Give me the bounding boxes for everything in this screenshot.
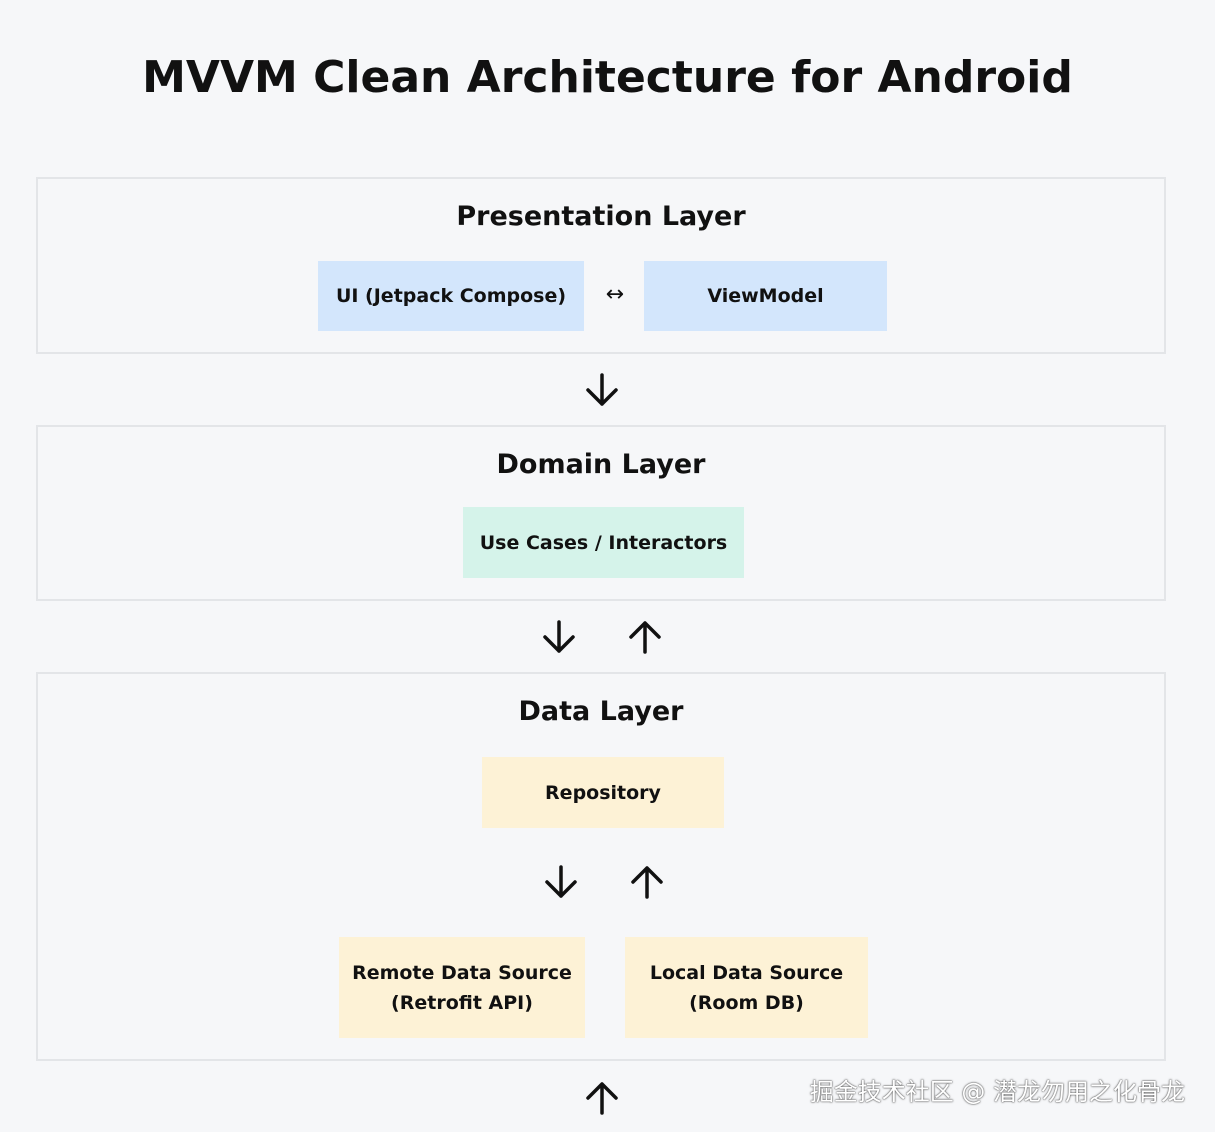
- presentation-layer: Presentation Layer UI (Jetpack Compose) …: [36, 177, 1166, 354]
- domain-layer-title: Domain Layer: [496, 449, 706, 480]
- use-cases-box: Use Cases / Interactors: [463, 507, 744, 578]
- bidirectional-arrow-icon: ↔: [605, 282, 625, 307]
- arrow-down-icon: [541, 862, 581, 902]
- ui-jetpack-compose-box: UI (Jetpack Compose): [318, 261, 584, 331]
- data-layer: Data Layer Repository Remote Data Source…: [36, 672, 1166, 1061]
- arrow-down-icon: [539, 617, 579, 657]
- domain-layer: Domain Layer Use Cases / Interactors: [36, 425, 1166, 601]
- presentation-layer-title: Presentation Layer: [456, 201, 746, 232]
- local-data-source-box: Local Data Source (Room DB): [625, 937, 868, 1038]
- arrow-up-icon: [625, 617, 665, 657]
- viewmodel-box: ViewModel: [644, 261, 887, 331]
- arrow-up-icon: [582, 1078, 622, 1118]
- diagram-title: MVVM Clean Architecture for Android: [142, 52, 1073, 103]
- watermark: 掘金技术社区 @ 潜龙勿用之化骨龙: [809, 1078, 1185, 1106]
- repository-box: Repository: [482, 757, 724, 828]
- data-layer-title: Data Layer: [518, 696, 684, 727]
- arrow-up-icon: [627, 862, 667, 902]
- remote-data-source-box: Remote Data Source (Retrofit API): [339, 937, 585, 1038]
- arrow-down-icon: [582, 370, 622, 410]
